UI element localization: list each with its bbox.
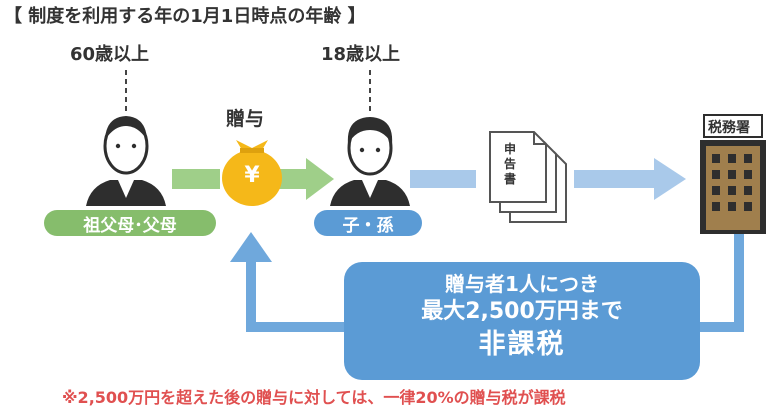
footnote: ※2,500万円を超えた後の贈与に対しては、一律20%の贈与税が課税 [62, 388, 566, 407]
grandparent-age: 60歳以上 [70, 44, 150, 65]
document-char: 申 [503, 142, 516, 156]
document-text: 申 告 書 [503, 142, 517, 187]
blue-arrow-to-tax-office [574, 158, 686, 200]
child-label: 子・孫 [314, 210, 422, 236]
green-arrow-right [276, 158, 334, 200]
tax-office-building-icon [700, 114, 766, 234]
return-arrow [230, 232, 744, 332]
tax-exemption-callout: 贈与者1人につき 最大2,500万円まで 非課税 [344, 262, 700, 380]
money-bag-icon [222, 140, 282, 206]
callout-line-1: 贈与者1人につき [445, 272, 599, 296]
green-arrow-left [172, 169, 220, 189]
grandparent-label: 祖父母･父母 [44, 210, 216, 236]
child-age: 18歳以上 [321, 44, 401, 65]
diagram-title: 【 制度を利用する年の1月1日時点の年齢 】 [4, 6, 366, 27]
tax-return-document-icon [489, 131, 567, 223]
document-char: 告 [503, 157, 516, 171]
gift-label: 贈与 [226, 108, 265, 130]
blue-arrow-to-document [410, 170, 476, 188]
yen-symbol: ¥ [244, 163, 260, 188]
tax-office-label: 税務署 [708, 120, 750, 136]
child-icon [330, 117, 410, 206]
document-char: 書 [503, 172, 516, 186]
callout-line-3: 非課税 [478, 329, 566, 360]
callout-line-2: 最大2,500万円まで [421, 299, 623, 324]
grandparent-icon [86, 116, 166, 206]
